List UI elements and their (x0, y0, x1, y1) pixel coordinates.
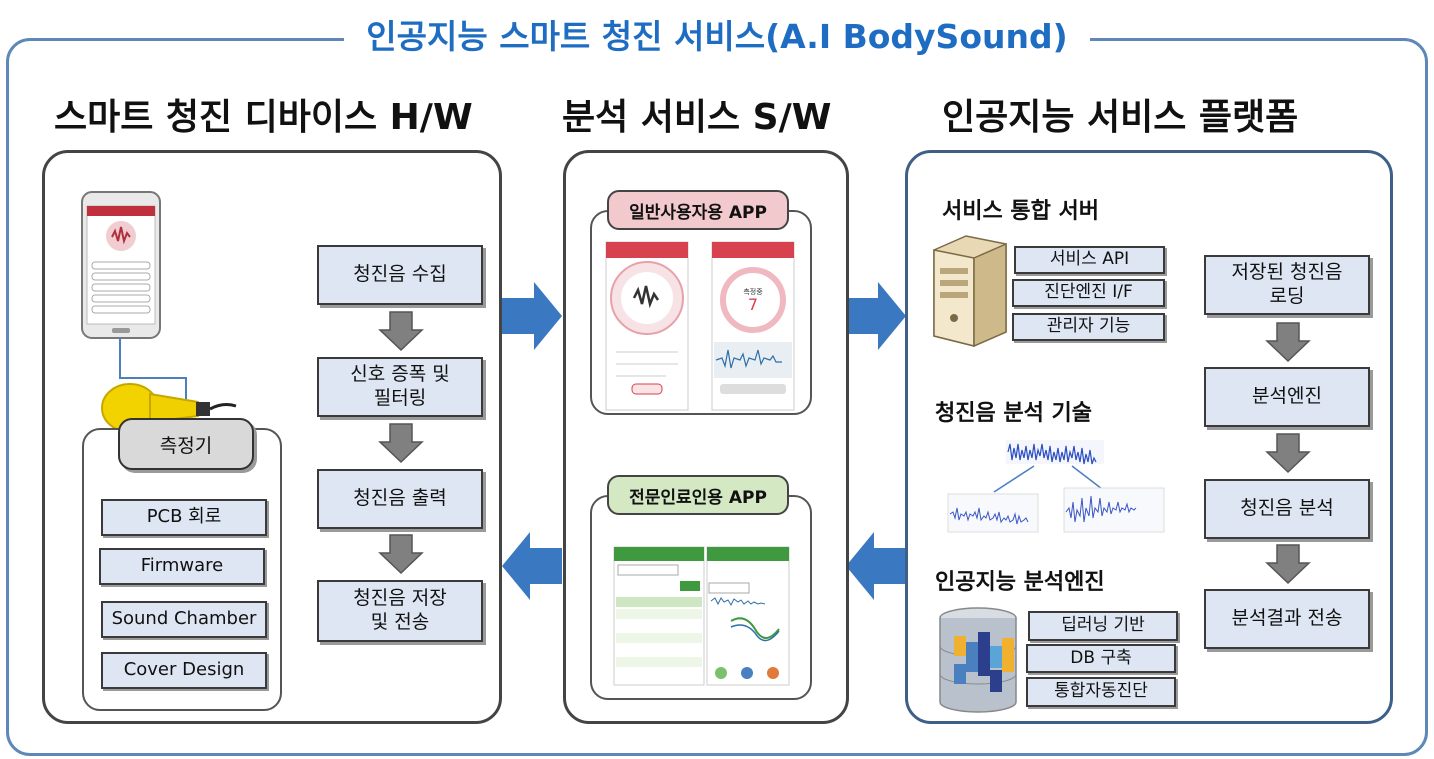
general-app-label: 일반사용자용 APP (607, 190, 789, 230)
device-part-sound-chamber: Sound Chamber (101, 601, 267, 638)
engine-item-db: DB 구축 (1026, 644, 1176, 673)
device-part-pcb: PCB 회로 (101, 499, 267, 536)
pro-app-screen-analysis (706, 546, 790, 686)
engine-title: 인공지능 분석엔진 (935, 570, 1105, 595)
ai-flow-engine: 분석엔진 (1204, 367, 1370, 427)
smartphone-icon (81, 191, 161, 339)
left-arrow-icon (502, 532, 562, 600)
sw-column-title: 분석 서비스 S/W (562, 97, 832, 138)
main-title: 인공지능 스마트 청진 서비스(A.I BodySound) (0, 10, 1434, 58)
hw-flow-output: 청진음 출력 (317, 469, 483, 529)
server-icon (933, 235, 1007, 348)
analysis-title: 청진음 분석 기술 (935, 401, 1092, 426)
hw-flow-collect: 청진음 수집 (317, 245, 483, 305)
down-arrow-icon (378, 423, 424, 464)
hw-flow-amplify-filter: 신호 증폭 및 필터링 (317, 357, 483, 417)
left-arrow-icon (846, 532, 906, 600)
device-label: 측정기 (118, 418, 254, 470)
engine-item-deep-learning: 딥러닝 기반 (1028, 611, 1178, 641)
server-title: 서비스 통합 서버 (942, 199, 1099, 224)
down-arrow-icon (1265, 433, 1311, 474)
database-icon (939, 607, 1017, 713)
down-arrow-icon (1265, 322, 1311, 363)
hw-flow-store-send: 청진음 저장 및 전송 (317, 580, 483, 642)
device-part-cover-design: Cover Design (101, 652, 267, 689)
general-app-screen-measure: 측정중 7 (711, 241, 795, 411)
device-part-firmware: Firmware (99, 548, 265, 585)
ai-flow-send-result: 분석결과 전송 (1204, 589, 1370, 649)
ai-flow-analysis: 청진음 분석 (1204, 479, 1370, 539)
waveform-icon (947, 440, 1165, 533)
server-item-admin: 관리자 기능 (1012, 313, 1165, 341)
cable-line (119, 338, 187, 400)
general-app-screen-home (605, 241, 689, 411)
ai-column-title: 인공지능 서비스 플랫폼 (942, 97, 1299, 138)
down-arrow-icon (1265, 544, 1311, 585)
down-arrow-icon (378, 534, 424, 575)
svg-text:측정중: 측정중 (743, 287, 763, 296)
server-item-diag-if: 진단엔진 I/F (1012, 279, 1165, 307)
server-item-api: 서비스 API (1014, 246, 1165, 274)
svg-text:7: 7 (748, 295, 758, 314)
right-arrow-icon (846, 282, 906, 350)
hw-column-title: 스마트 청진 디바이스 H/W (54, 97, 473, 138)
right-arrow-icon (502, 282, 562, 350)
pro-app-label: 전문인료인용 APP (607, 475, 789, 515)
down-arrow-icon (378, 311, 424, 352)
engine-item-auto-diag: 통합자동진단 (1026, 677, 1176, 707)
ai-flow-load: 저장된 청진음 로딩 (1204, 255, 1370, 315)
pro-app-screen-list (613, 546, 705, 686)
